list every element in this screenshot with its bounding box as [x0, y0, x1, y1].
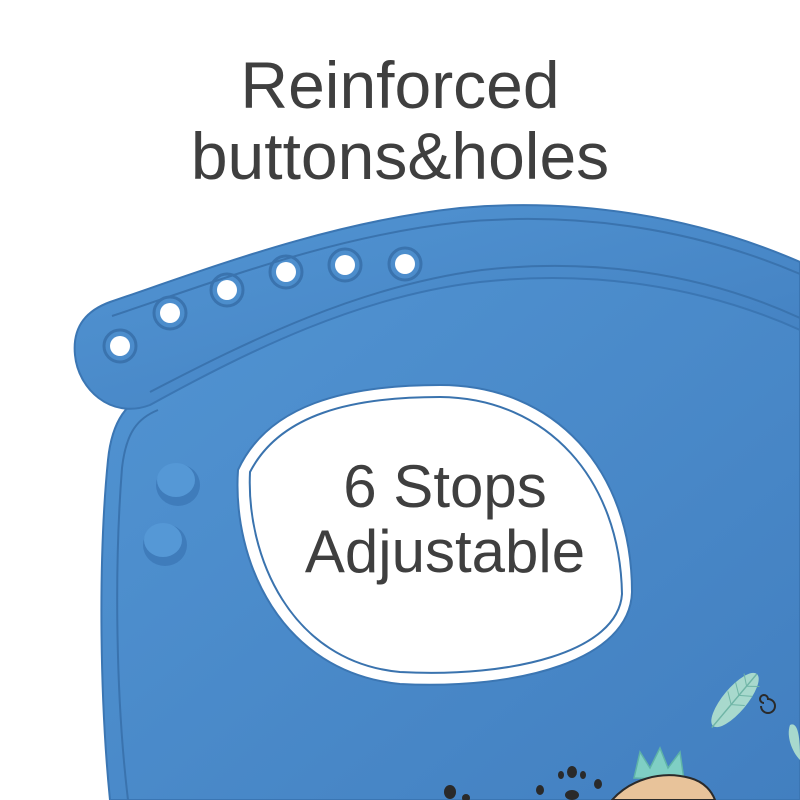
snap-buttons [143, 463, 200, 566]
face-print [610, 774, 717, 800]
top-strap-inner-line-lower [149, 264, 800, 393]
headline-line-2: buttons&holes [190, 119, 610, 194]
top-strap [73, 204, 800, 410]
bib-edge-line [116, 409, 159, 800]
strap-hole-icon [102, 328, 138, 364]
strap-hole-icon [268, 254, 304, 290]
strap-hole-icon [327, 247, 363, 283]
feature-line-1: 6 Stops [343, 453, 547, 520]
paw-print-icon [536, 766, 602, 800]
feature-caption: 6 Stops Adjustable [240, 453, 650, 585]
snap-button-icon [143, 523, 187, 566]
feature-line-2: Adjustable [304, 517, 586, 585]
strap-hole-icon [209, 272, 245, 308]
strap-holes [102, 246, 423, 364]
headline-line-1: Reinforced [240, 48, 560, 122]
headline: Reinforced buttons&holes [100, 48, 700, 194]
eye-print-icon [444, 785, 470, 800]
crown-print-icon [633, 746, 685, 781]
strap-hole-icon [387, 246, 423, 282]
swirl-print-icon [759, 694, 776, 714]
neck-rim-line [248, 395, 624, 674]
snap-button-icon [156, 463, 200, 506]
strap-hole-icon [152, 295, 188, 331]
feather-print-icon [711, 672, 760, 729]
bib-print [444, 672, 800, 800]
leaf-print-icon [788, 724, 800, 760]
